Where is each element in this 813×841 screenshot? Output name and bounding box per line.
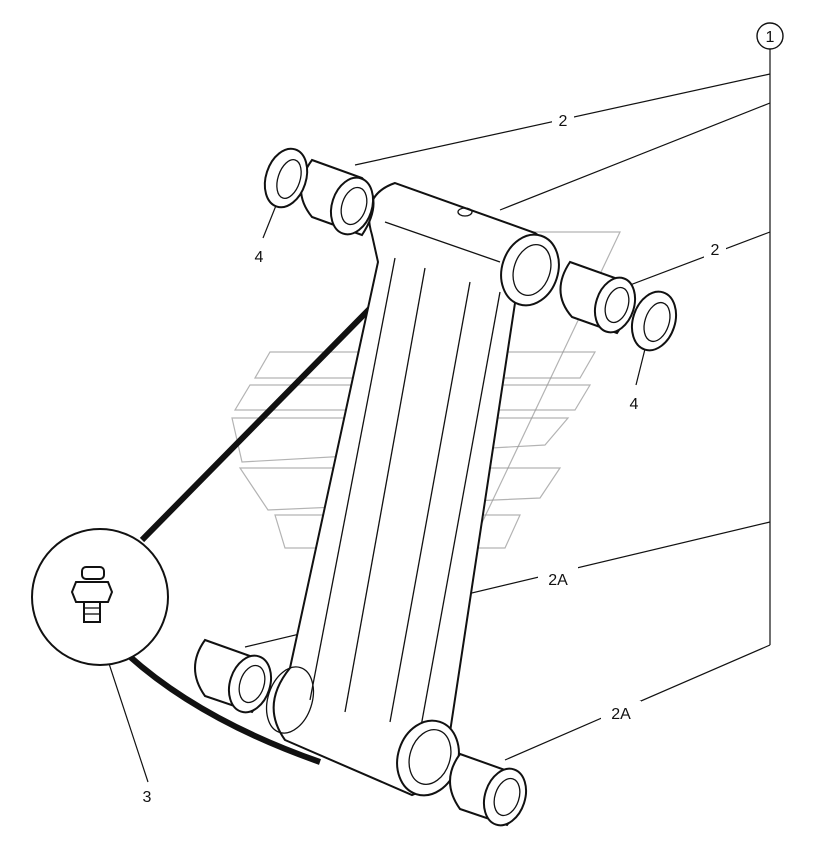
label-bushing-lower-right: 2A <box>611 706 631 723</box>
label-grease-fitting: 3 <box>143 789 152 806</box>
bushing-lower-left <box>194 638 273 714</box>
label-assembly: 1 <box>766 29 775 46</box>
callout-circle <box>756 22 784 50</box>
link-arm <box>265 181 560 797</box>
seal-left <box>263 147 309 209</box>
leader-lines <box>91 48 771 783</box>
detail-circle <box>31 528 169 666</box>
grease-fitting <box>70 566 114 623</box>
bushing-right <box>559 260 637 335</box>
label-bushing-right: 2 <box>711 242 720 259</box>
label-bushing-upper: 2 <box>559 113 568 130</box>
seal-right <box>630 290 678 352</box>
bushing-upper <box>300 158 375 237</box>
label-seal-left: 4 <box>255 249 264 266</box>
label-bushing-lower-left: 2A <box>548 572 568 589</box>
assembly-callout: 1 <box>756 22 784 50</box>
part-labels: 2 2 2A 2A 3 4 4 <box>143 108 726 806</box>
label-seal-right: 4 <box>630 396 639 413</box>
bushing-lower-right <box>449 752 528 827</box>
